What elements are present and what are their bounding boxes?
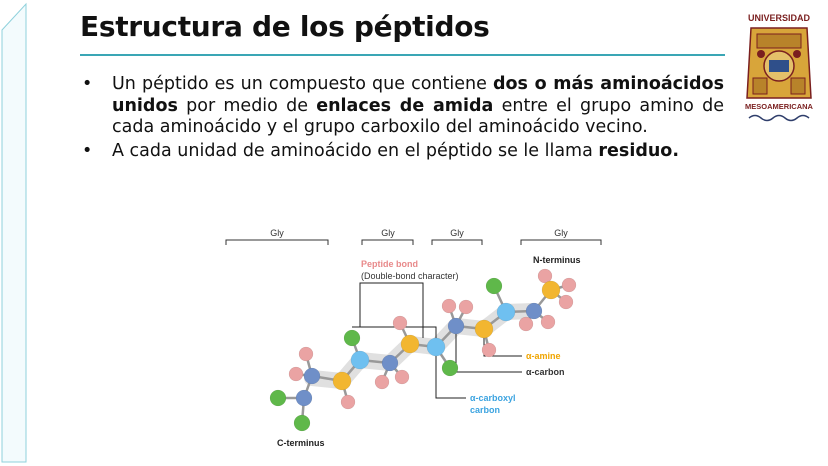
double-bond-label: (Double-bond character) <box>361 271 459 281</box>
peptide-bond-label: Peptide bond <box>361 259 418 269</box>
bullet-item-residue-definition: A cada unidad de aminoácido en el péptid… <box>80 141 724 163</box>
alpha-carboxyl-label-2: carbon <box>470 405 500 415</box>
logo-top-text: UNIVERSIDAD <box>748 13 811 23</box>
seal-icon <box>746 27 812 99</box>
alpha-carbon-label: α-carbon <box>526 367 565 377</box>
residue-label-1: Gly <box>270 228 284 238</box>
callout-lines <box>352 282 522 399</box>
residue-brackets <box>225 239 602 245</box>
peptide-diagram: Gly Gly Gly Gly Peptide bond (Double-bon… <box>225 228 602 448</box>
bullet-list: Un péptido es un compuesto que contiene … <box>80 74 724 164</box>
logo-bottom-text: MESOAMERICANA <box>745 102 814 111</box>
atoms <box>269 268 577 432</box>
alpha-carboxyl-label: α-carboxyl <box>470 393 516 403</box>
page-title: Estructura de los péptidos <box>80 10 490 43</box>
alpha-amine-label: α-amine <box>526 351 561 361</box>
university-logo: UNIVERSIDAD MESOAMERICANA <box>745 13 814 122</box>
c-terminus-label: C-terminus <box>277 438 325 448</box>
bullet-item-peptide-definition: Un péptido es un compuesto que contiene … <box>80 74 724 139</box>
residue-label-2: Gly <box>381 228 395 238</box>
n-terminus-label: N-terminus <box>533 255 581 265</box>
title-underline <box>80 54 725 56</box>
residue-label-4: Gly <box>554 228 568 238</box>
logo-wave-ornament <box>748 114 810 122</box>
residue-label-3: Gly <box>450 228 464 238</box>
decorative-frame <box>1 2 27 463</box>
